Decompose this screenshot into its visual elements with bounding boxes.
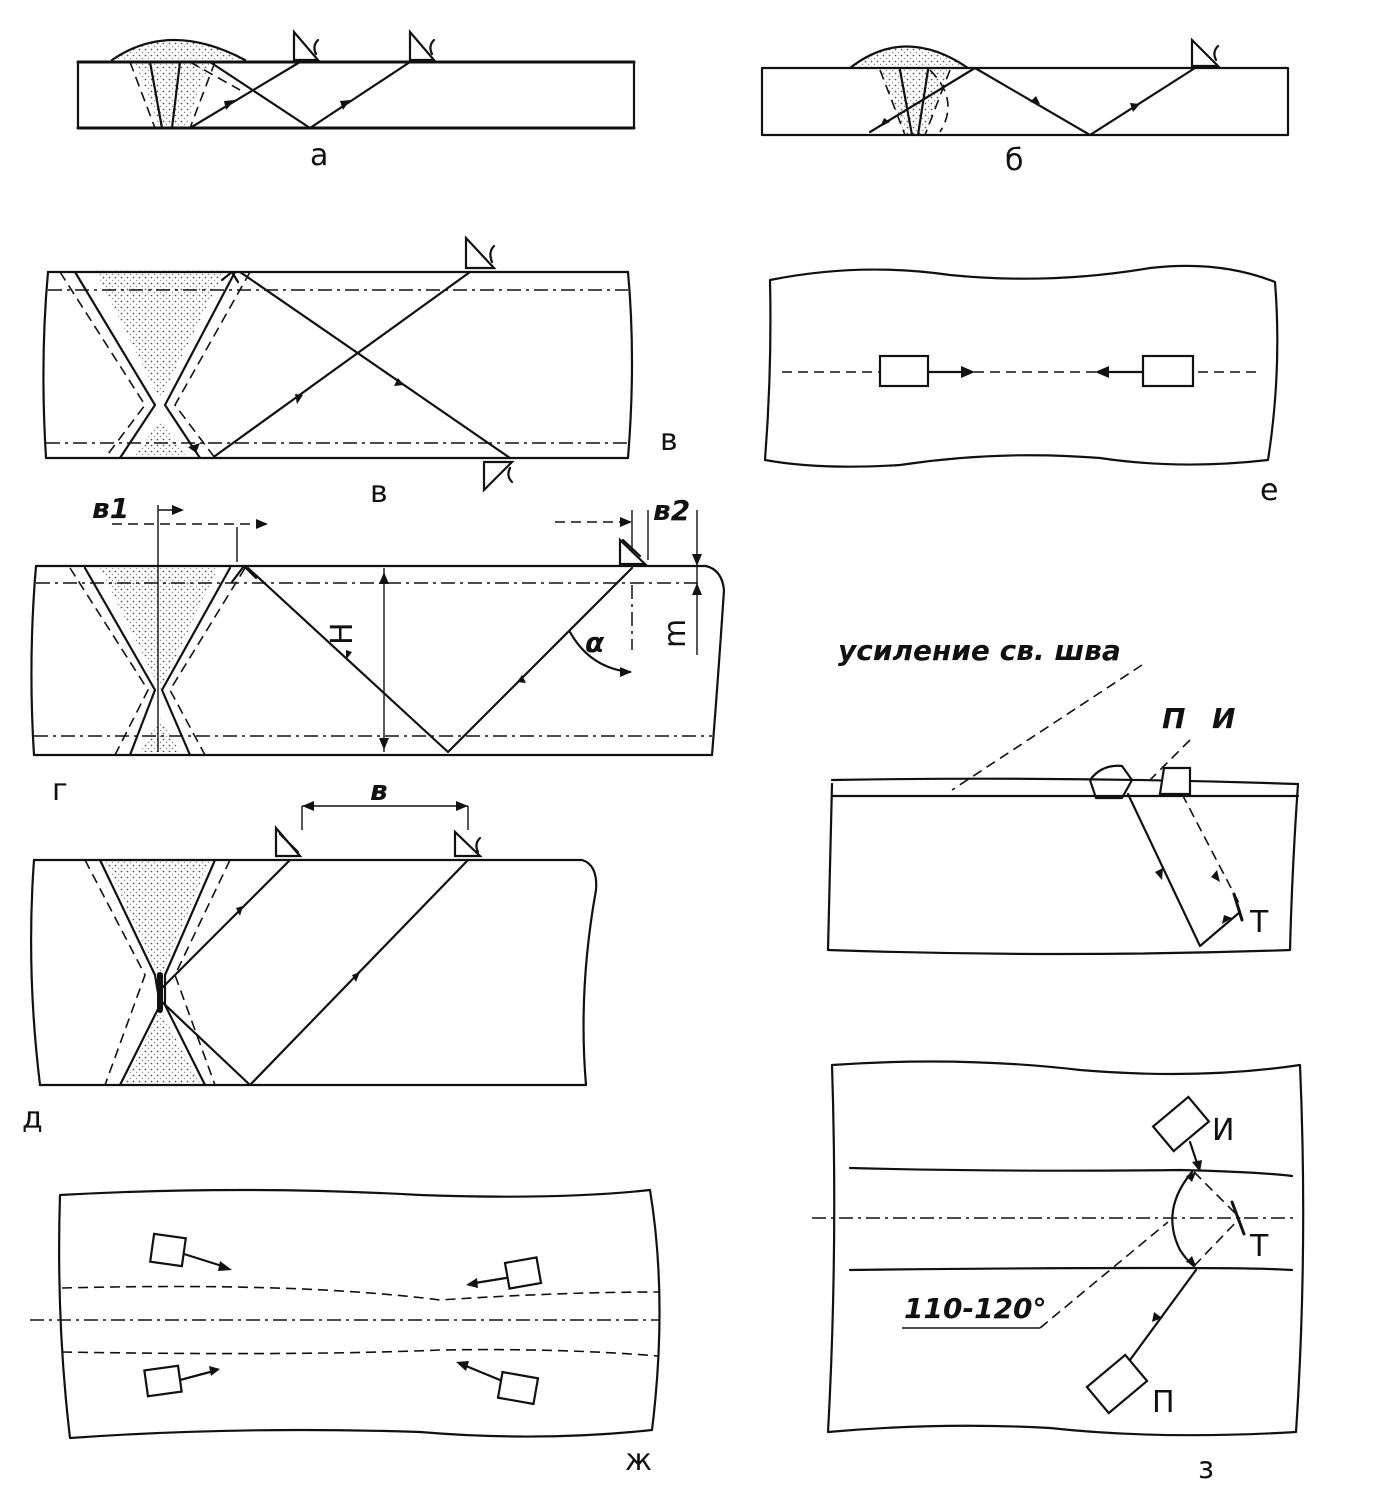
panel-zh-label: ж — [625, 1443, 652, 1478]
panel-side: усиление св. шва П И Т — [826, 634, 1300, 956]
panel-b: б — [760, 37, 1290, 178]
panel-a: а — [76, 29, 636, 173]
panel-v-dimension: в — [370, 475, 388, 510]
panel-d-label: д — [22, 1101, 43, 1136]
panel-d: в д — [22, 774, 598, 1136]
panel-g-dim-b1: в1 — [92, 492, 129, 525]
panel-g-dim-m: m — [658, 619, 693, 648]
panel-g: в1 в2 Н m α г — [30, 492, 726, 808]
panel-g-dim-b2: в2 — [653, 494, 690, 527]
panel-z-label: з — [1198, 1451, 1214, 1486]
panel-g-label: г — [52, 773, 68, 808]
panel-z-angle-range: 110-120° — [904, 1292, 1047, 1325]
panel-z-probe-emitter: И — [1212, 1113, 1234, 1148]
panel-a-label: а — [310, 138, 328, 173]
panel-g-dim-H: Н — [325, 622, 360, 645]
panel-g-angle: α — [585, 626, 605, 659]
panel-z-probe-receiver: П — [1152, 1385, 1175, 1420]
side-probe-emitter: И — [1212, 702, 1235, 735]
panel-zh: ж — [30, 1188, 661, 1478]
side-probe-receiver: П — [1162, 702, 1185, 735]
panel-e-label: е — [1260, 473, 1278, 508]
panel-b-label: б — [1005, 143, 1024, 178]
panel-z-point-T: Т — [1249, 1229, 1269, 1264]
panel-v-label: в — [660, 423, 678, 458]
panel-d-dimension: в — [370, 774, 388, 807]
panel-e: е — [763, 264, 1278, 508]
reinforcement-note: усиление св. шва — [838, 634, 1121, 667]
side-point-T: Т — [1249, 905, 1269, 940]
panel-v: в в — [42, 235, 678, 510]
panel-z: 110-120° И Т П з — [812, 1060, 1305, 1486]
